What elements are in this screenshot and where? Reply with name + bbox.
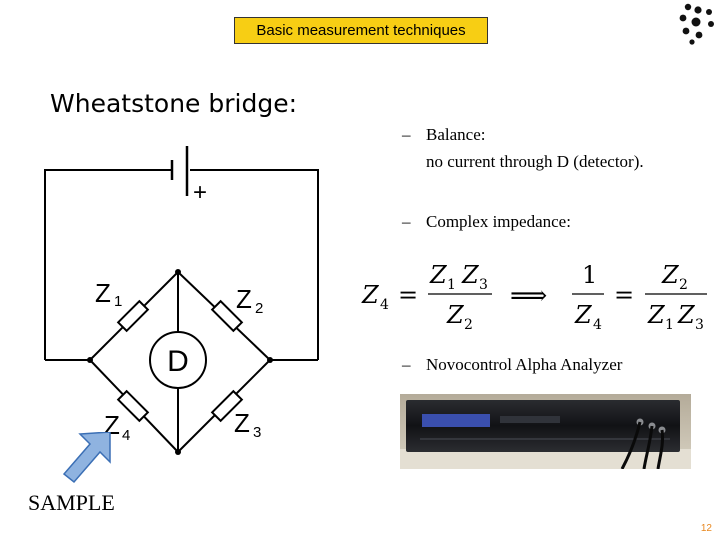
detector-icon [149,331,207,389]
sample-arrow-icon [62,432,111,484]
formula-den2-b-sub: 3 [695,317,704,330]
bullet-complex-impedance: –Complex impedance: [402,212,571,232]
resistor-z1-icon [116,299,150,333]
bullet-dash: – [402,125,411,144]
resistor-z4-icon [116,389,150,423]
wheatstone-bridge-diagram: + Z 1 Z 2 Z 3 Z 4 D [44,146,319,455]
z4-subscript: 4 [122,427,130,444]
page-number: 12 [700,523,712,534]
formula-den2-b: Z [677,301,696,329]
resistor-z2-icon [210,299,244,333]
bullet-label: Balance: [426,125,486,144]
z1-label: Z [95,278,111,308]
formula-implies: ⟹ [510,281,547,311]
dots-logo-icon [679,3,714,45]
formula-lhs-sub: 4 [380,297,389,313]
analyzer-photo [400,394,691,469]
bullet-dash: – [402,355,411,374]
formula-den-sub: 2 [464,317,473,330]
formula-frac-den-sub: 4 [593,317,602,330]
bullet-dash: – [402,212,411,231]
sample-label: SAMPLE [28,490,115,515]
bullet-balance-detail: no current through D (detector). [426,152,644,171]
slide-title: Wheatstone bridge: [50,89,297,118]
resistor-z3-icon [210,389,244,423]
impedance-formula: Z 4 = Z 1 Z 3 Z 2 ⟹ 1 Z 4 = Z 2 Z 1 Z 3 [361,261,707,330]
formula-num-a: Z [429,261,448,289]
formula-equals-2: = [614,281,634,309]
z3-subscript: 3 [253,424,261,441]
z2-label: Z [236,284,252,314]
formula-num-b: Z [461,261,480,289]
formula-num2-sub: 2 [679,277,688,293]
bullet-analyzer: –Novocontrol Alpha Analyzer [402,355,622,375]
formula-num-a-sub: 1 [447,277,456,293]
z1-subscript: 1 [114,293,122,310]
bullet-label: Complex impedance: [426,212,571,231]
battery-plus-label: + [193,179,207,206]
detector-label: D [167,345,189,378]
formula-den2-a: Z [647,301,666,329]
formula-one: 1 [582,261,597,289]
bullet-balance: –Balance: [402,125,485,145]
formula-num2: Z [661,261,680,289]
formula-den: Z [446,301,465,329]
bullet-label: Novocontrol Alpha Analyzer [426,355,623,374]
slide-header: Basic measurement techniques [234,17,488,44]
formula-num-b-sub: 3 [479,277,488,293]
formula-den2-a-sub: 1 [665,317,674,330]
formula-equals: = [398,281,418,309]
formula-lhs: Z [361,281,380,309]
formula-frac-den: Z [574,301,593,329]
z2-subscript: 2 [255,300,263,317]
z3-label: Z [234,408,250,438]
